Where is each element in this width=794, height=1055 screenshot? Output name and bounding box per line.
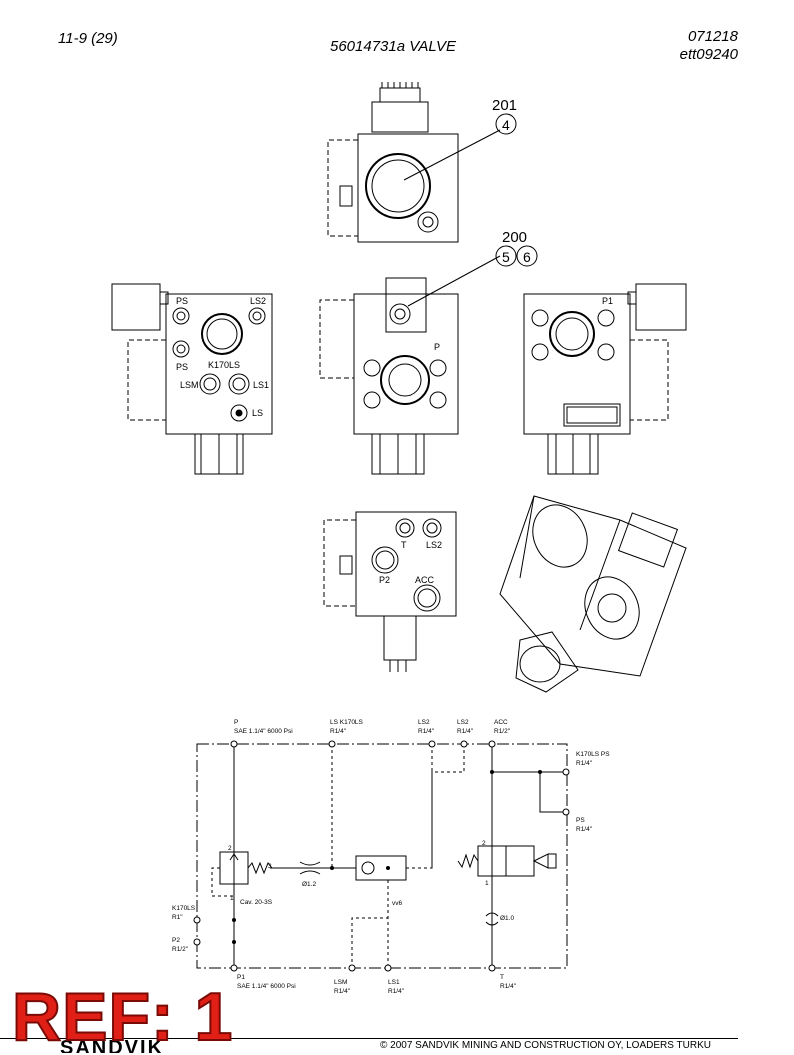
- schem-top-label-acc-spec: R1/2": [494, 728, 511, 735]
- schem-bottom-label-t: T: [500, 974, 504, 981]
- valve2-port-2: 2: [482, 840, 486, 847]
- isometric-view: [499, 495, 687, 693]
- schem-top-label-ls2a: LS2: [418, 719, 430, 726]
- schem-left-label-p2: P2: [172, 937, 180, 944]
- ref-stamp: REF: 1: [11, 979, 234, 1055]
- page-number: 11-9 (29): [58, 30, 118, 47]
- valve1-port-3: 3: [268, 863, 272, 870]
- brand-logo: SANDVIK: [60, 1040, 165, 1053]
- port-ls2-left: LS2: [250, 296, 266, 306]
- hydraulic-schematic: [196, 743, 568, 969]
- bottom-view: [323, 511, 457, 672]
- schem-top-label-ls-spec: R1/4": [330, 728, 347, 735]
- shuttle-valve-label: vv6: [392, 900, 403, 907]
- schem-bottom-label-ls1-spec: R1/4": [388, 988, 405, 995]
- valve2-port-1: 1: [485, 880, 489, 887]
- port-t: T: [401, 540, 407, 550]
- schem-right-label-ps: PS: [576, 817, 585, 824]
- schem-bottom-label-t-spec: R1/4": [500, 983, 517, 990]
- orifice-1-0: Ø1.0: [500, 915, 514, 922]
- top-view: [327, 82, 517, 243]
- document-code-line2: ett09240: [679, 46, 738, 63]
- callout-4: 4: [502, 117, 510, 133]
- schematic-ports: [193, 740, 570, 972]
- right-side-view: [523, 283, 687, 475]
- callout-6: 6: [523, 249, 531, 265]
- port-p: P: [434, 342, 440, 352]
- valve1-port-1: 1: [230, 895, 234, 902]
- schem-bottom-label-lsm-spec: R1/4": [334, 988, 351, 995]
- schem-top-label-ls2b: LS2: [457, 719, 469, 726]
- port-acc: ACC: [415, 575, 435, 585]
- schem-bottom-label-p1-spec: SAE 1.1/4" 6000 Psi: [237, 983, 296, 990]
- schem-top-label-ls: LS K170LS: [330, 719, 364, 726]
- schem-top-label-p-spec: SAE 1.1/4" 6000 Psi: [234, 728, 293, 735]
- port-ls: LS: [252, 408, 263, 418]
- copyright-text: © 2007 SANDVIK MINING AND CONSTRUCTION O…: [380, 1040, 711, 1051]
- valve1-cavity: Cav. 20-3S: [240, 899, 273, 906]
- schem-right-label-k170ls-ps: K170LS PS: [576, 751, 610, 758]
- schem-top-label-acc: ACC: [494, 719, 508, 726]
- schem-bottom-label-p1: P1: [237, 974, 245, 981]
- schem-left-label-k170ls: K170LS: [172, 905, 196, 912]
- schem-top-label-p: P: [234, 719, 238, 726]
- schem-top-label-ls2b-spec: R1/4": [457, 728, 474, 735]
- orifice-1-2: Ø1.2: [302, 881, 316, 888]
- schem-top-label-ls2a-spec: R1/4": [418, 728, 435, 735]
- schem-left-label-k170ls-spec: R1": [172, 914, 183, 921]
- left-side-view: [111, 283, 273, 475]
- valve1-port-2: 2: [228, 845, 232, 852]
- document-title: 56014731a VALVE: [330, 38, 456, 55]
- port-ls2-bottom: LS2: [426, 540, 442, 550]
- schem-right-label-k170ls-ps-spec: R1/4": [576, 760, 593, 767]
- schem-bottom-label-ls1: LS1: [388, 979, 400, 986]
- schematic-junctions: [232, 770, 542, 944]
- document-code-line1: 071218: [687, 28, 738, 45]
- port-lsm: LSM: [180, 380, 199, 390]
- footer-rule: [0, 1038, 738, 1039]
- document-code: 071218 ett09240: [680, 28, 738, 64]
- schem-right-label-ps-spec: R1/4": [576, 826, 593, 833]
- port-ps-top: PS: [176, 296, 188, 306]
- callout-5: 5: [502, 249, 510, 265]
- port-p1: P1: [602, 296, 613, 306]
- port-ps-bottom: PS: [176, 362, 188, 372]
- port-ls1: LS1: [253, 380, 269, 390]
- schem-bottom-label-lsm: LSM: [334, 979, 347, 986]
- port-p2: P2: [379, 575, 390, 585]
- schem-left-label-p2-spec: R1/2": [172, 946, 189, 953]
- callout-200: 200: [502, 229, 527, 246]
- callout-201: 201: [492, 97, 517, 114]
- front-view: [319, 245, 538, 475]
- port-k170ls: K170LS: [208, 360, 240, 370]
